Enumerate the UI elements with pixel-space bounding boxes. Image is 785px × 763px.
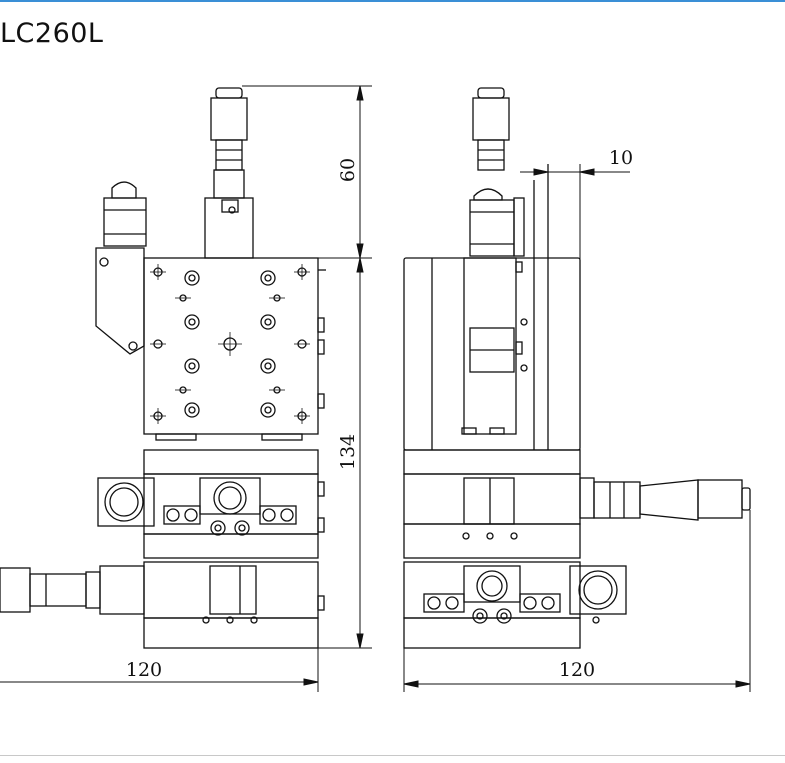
side-bottom-stage — [403, 561, 627, 649]
dim-side-offset: 10 — [609, 147, 633, 169]
model-title: LC260L — [0, 18, 104, 49]
side-dimensions — [403, 164, 751, 692]
front-middle-stage — [97, 449, 325, 559]
front-bottom-stage — [0, 561, 325, 649]
dim-front-height-top: 60 — [337, 158, 359, 182]
front-view — [0, 87, 326, 649]
side-top-table — [403, 164, 581, 451]
front-top-table — [143, 257, 326, 441]
front-left-micrometer — [95, 181, 147, 355]
front-dimensions — [0, 85, 372, 692]
side-top-micrometer — [469, 87, 525, 257]
side-middle-stage — [403, 449, 751, 559]
top-accent-rule — [0, 0, 785, 2]
bottom-divider — [0, 755, 785, 756]
side-view — [403, 87, 751, 649]
front-top-micrometer — [204, 87, 254, 259]
dim-front-width: 120 — [126, 659, 162, 681]
dim-front-height-total: 134 — [337, 434, 359, 470]
dim-side-width: 120 — [559, 659, 595, 681]
